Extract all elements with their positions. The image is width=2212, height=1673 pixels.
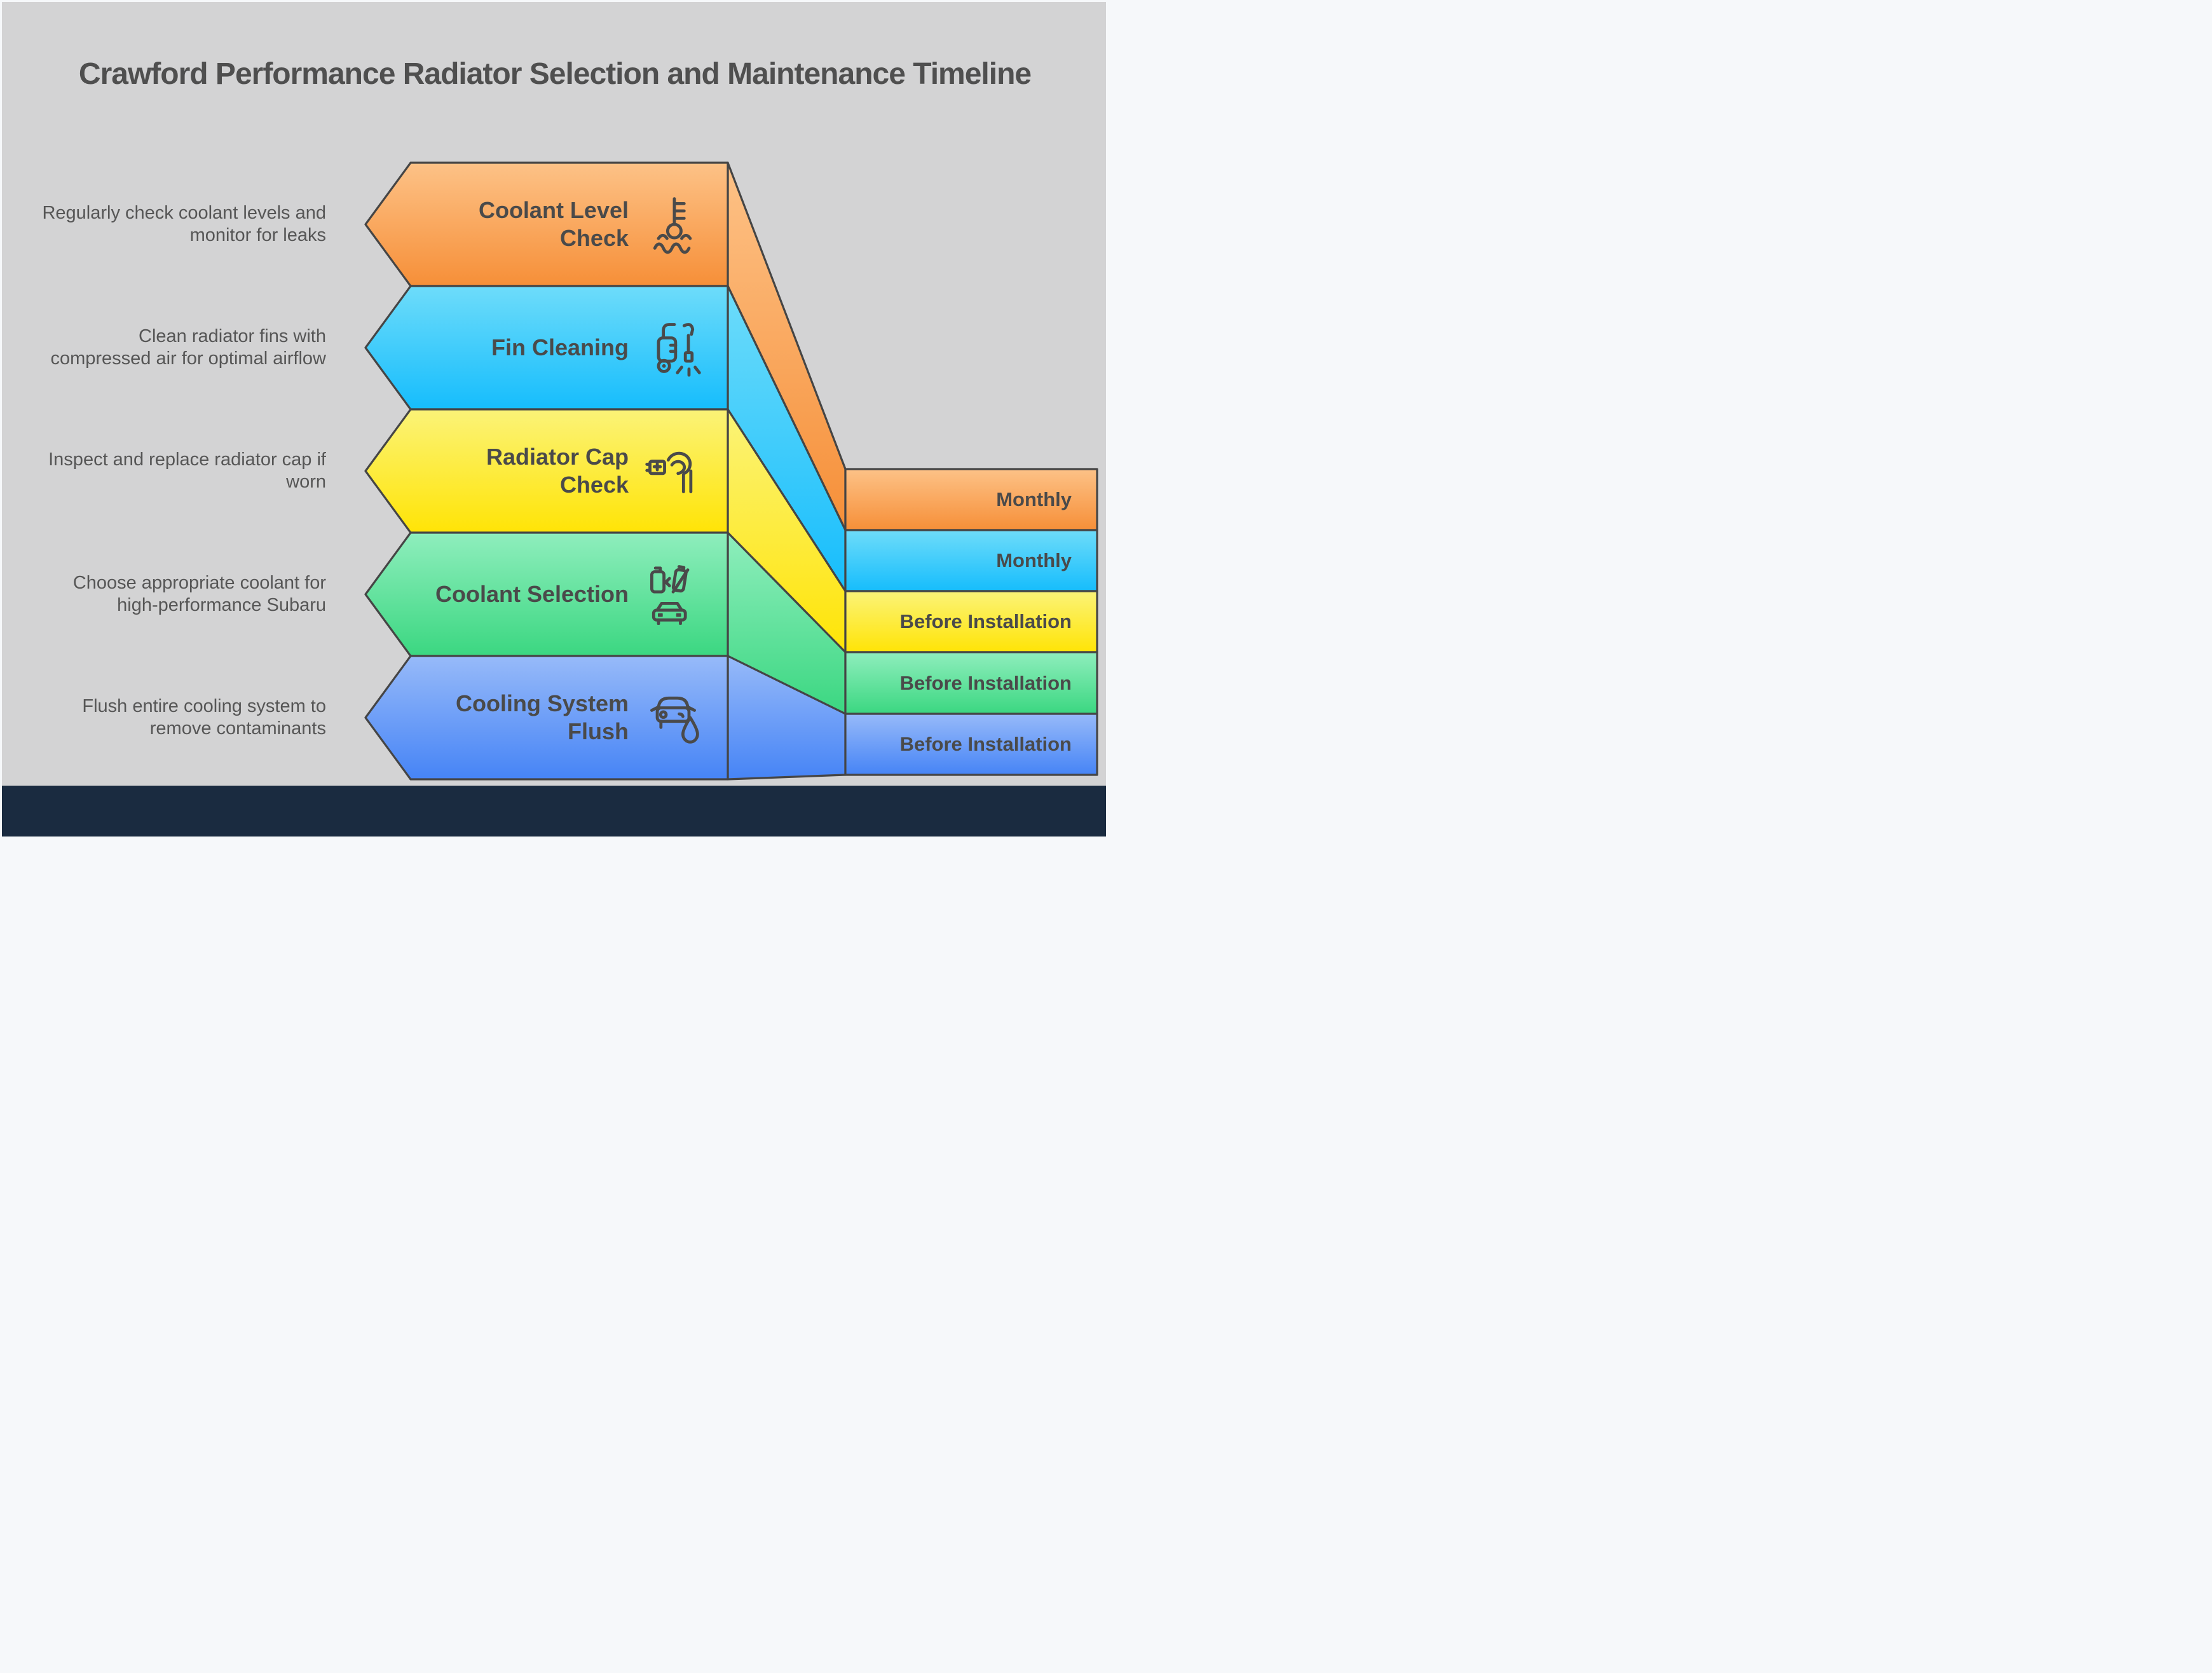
timing-box-coolant-level-check [844,468,1098,531]
coolant-bottles-car-icon [650,565,690,625]
banner-label: Fin Cleaning [491,334,629,360]
banner-label: Coolant Level Check [478,197,629,251]
timing-label: Before Installation [899,671,1072,694]
infographic-canvas: Crawford Performance Radiator Selection … [0,0,1106,836]
description-radiator-cap-check: Inspect and replace radiator cap if worn [48,449,326,492]
timing-label: Before Installation [899,733,1072,755]
timing-box-radiator-cap-check [844,590,1098,653]
description-cooling-system-flush: Flush entire cooling system to remove co… [82,696,326,739]
timing-box-coolant-selection [844,651,1098,715]
radiator-cap-hand-icon [645,451,693,494]
timing-box-fin-cleaning [844,529,1098,592]
banner-content-coolant-selection: Coolant Selection [411,533,728,656]
description-coolant-selection: Choose appropriate coolant for high-perf… [72,573,326,615]
timing-row-coolant-level-check: Monthly [845,469,1097,530]
banner-content-radiator-cap-check: Radiator Cap Check [411,409,728,533]
banner-content-coolant-level-check: Coolant Level Check [411,163,728,286]
timing-box-cooling-system-flush [844,713,1098,776]
timing-label: Monthly [996,488,1072,510]
banner-cooling-system-flush [364,655,729,781]
timing-row-radiator-cap-check: Before Installation [845,591,1097,652]
timing-label: Monthly [996,549,1072,571]
description-coolant-level-check: Regularly check coolant levels and monit… [42,203,326,245]
timeline-diagram [364,161,1098,781]
description-fin-cleaning: Clean radiator fins with compressed air … [50,326,326,369]
banner-label: Radiator Cap Check [486,444,629,498]
banner-label: Coolant Selection [435,581,629,607]
banner-label: Cooling System Flush [455,690,629,744]
timing-label: Before Installation [899,610,1072,632]
coolant-level-thermometer-icon [653,197,692,254]
timing-row-fin-cleaning: Monthly [845,530,1097,591]
timing-row-coolant-selection: Before Installation [845,652,1097,714]
page-title: Crawford Performance Radiator Selection … [78,57,1032,91]
timing-row-cooling-system-flush: Before Installation [845,714,1097,775]
car-water-drop-icon [650,696,699,744]
banner-content-fin-cleaning: Fin Cleaning [411,286,728,409]
pressure-washer-icon [657,323,701,377]
footer-bar [2,786,1106,836]
banner-content-cooling-system-flush: Cooling System Flush [411,656,728,779]
